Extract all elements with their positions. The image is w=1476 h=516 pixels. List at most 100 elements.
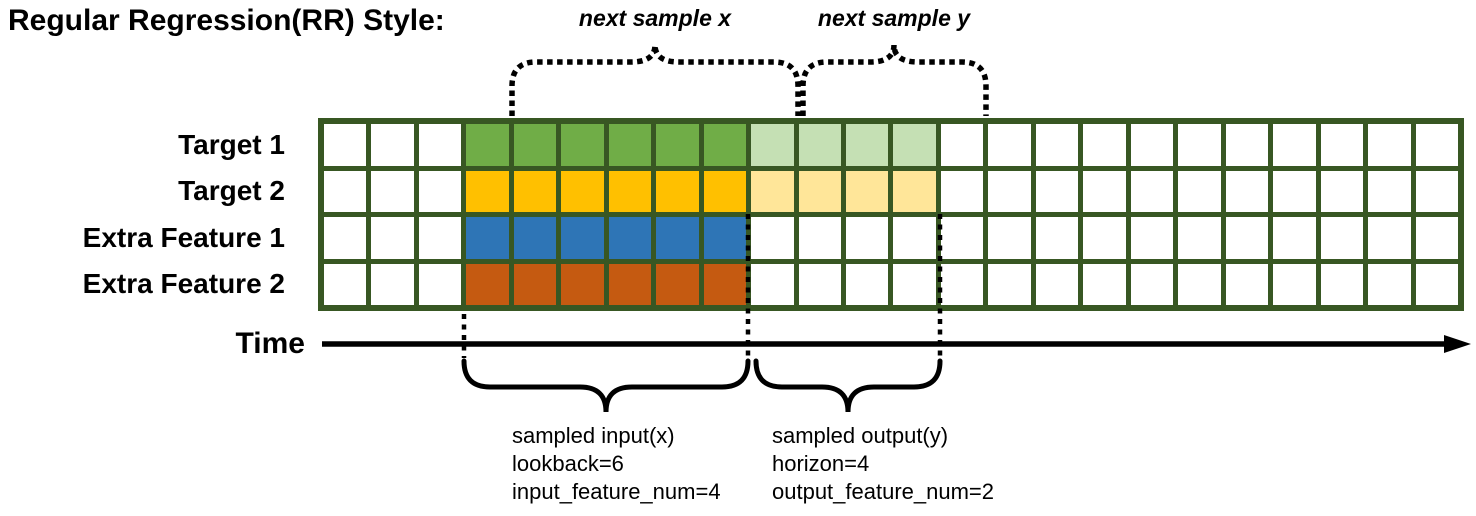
grid-cell	[1035, 217, 1079, 259]
grid-cell	[324, 263, 367, 305]
grid-cell	[466, 263, 509, 305]
grid-cell	[418, 217, 462, 259]
grid-cell	[418, 170, 462, 212]
grid-cell	[798, 263, 842, 305]
grid-cell	[466, 217, 509, 259]
grid-cell	[656, 170, 699, 212]
grid-cell	[1368, 124, 1411, 166]
grid-cell	[846, 124, 889, 166]
grid-cell	[371, 170, 414, 212]
timeseries-grid	[318, 118, 1464, 311]
grid-cell	[371, 263, 414, 305]
grid-cell	[703, 217, 747, 259]
grid-cell	[798, 217, 842, 259]
grid-cell	[324, 217, 367, 259]
grid-cell	[893, 217, 936, 259]
grid-cell	[893, 263, 936, 305]
grid-cell	[798, 170, 842, 212]
grid-cell	[1320, 170, 1364, 212]
grid-cell	[1320, 217, 1364, 259]
grid-cell	[418, 263, 462, 305]
next-sample-x-brace	[509, 44, 801, 116]
grid-cell	[561, 170, 604, 212]
grid-cell	[1083, 263, 1126, 305]
grid-cell	[1178, 217, 1221, 259]
grid-cell	[513, 124, 557, 166]
grid-cell	[608, 217, 652, 259]
grid-cell	[1415, 263, 1458, 305]
grid-cell	[466, 170, 509, 212]
grid-cell	[703, 170, 747, 212]
grid-cell	[988, 263, 1031, 305]
output-annotation-line-3: output_feature_num=2	[772, 479, 995, 504]
grid-cell	[1178, 263, 1221, 305]
grid-cell	[1368, 217, 1411, 259]
input-annotation: sampled input(x) lookback=6 input_featur…	[512, 422, 721, 506]
grid-cell	[513, 170, 557, 212]
output-annotation: sampled output(y) horizon=4 output_featu…	[772, 422, 994, 506]
grid-cell	[893, 170, 936, 212]
grid-cell	[1130, 263, 1174, 305]
grid-cell	[1273, 124, 1316, 166]
sampled-input-brace	[461, 358, 751, 413]
grid-cell	[1415, 170, 1458, 212]
grid-cell	[561, 124, 604, 166]
grid-cell	[1083, 217, 1126, 259]
input-annotation-line-1: sampled input(x)	[512, 423, 675, 448]
grid-cell	[1035, 170, 1079, 212]
grid-cell	[1178, 124, 1221, 166]
grid-cell	[1225, 217, 1269, 259]
grid-cell	[561, 217, 604, 259]
grid-cell	[1035, 124, 1079, 166]
grid-cell	[1320, 263, 1364, 305]
grid-cell	[561, 263, 604, 305]
grid-cell	[893, 124, 936, 166]
grid-cell	[656, 263, 699, 305]
grid-cell	[988, 170, 1031, 212]
page-title: Regular Regression(RR) Style:	[8, 4, 445, 37]
grid-cell	[751, 170, 794, 212]
grid-cell	[1273, 170, 1316, 212]
grid-cell	[1415, 217, 1458, 259]
grid-cell	[798, 124, 842, 166]
output-annotation-line-1: sampled output(y)	[772, 423, 949, 448]
row-label-extra-feature-2: Extra Feature 2	[82, 268, 285, 299]
grid-cell	[608, 170, 652, 212]
grid-cell	[703, 124, 747, 166]
input-annotation-line-2: lookback=6	[512, 451, 624, 476]
grid-cell	[846, 263, 889, 305]
grid-cell	[1415, 124, 1458, 166]
grid-cell	[1035, 263, 1079, 305]
sampled-output-brace	[753, 358, 943, 413]
grid-cell	[751, 217, 794, 259]
grid-cell	[1368, 263, 1411, 305]
grid-cell	[1130, 124, 1174, 166]
grid-cell	[371, 124, 414, 166]
grid-cell	[513, 217, 557, 259]
grid-cell	[703, 263, 747, 305]
grid-cell	[1178, 170, 1221, 212]
grid-cell	[1273, 263, 1316, 305]
grid-cell	[656, 217, 699, 259]
time-axis-arrowhead	[1444, 335, 1471, 353]
grid-cell	[988, 217, 1031, 259]
grid-cell	[988, 124, 1031, 166]
row-label-extra-feature-1: Extra Feature 1	[82, 222, 285, 253]
grid-cell	[1225, 170, 1269, 212]
row-label-target-1: Target 1	[178, 129, 285, 160]
grid-cell	[418, 124, 462, 166]
grid-cell	[1130, 170, 1174, 212]
grid-cell	[846, 217, 889, 259]
next-sample-x-label: next sample x	[578, 5, 732, 31]
output-annotation-line-2: horizon=4	[772, 451, 870, 476]
grid-cell	[940, 124, 984, 166]
grid-cell	[466, 124, 509, 166]
grid-cell	[1368, 170, 1411, 212]
grid-cell	[940, 263, 984, 305]
grid-cell	[1225, 263, 1269, 305]
grid-cell	[846, 170, 889, 212]
grid-cell	[324, 124, 367, 166]
grid-cell	[608, 263, 652, 305]
grid-cell	[1130, 217, 1174, 259]
